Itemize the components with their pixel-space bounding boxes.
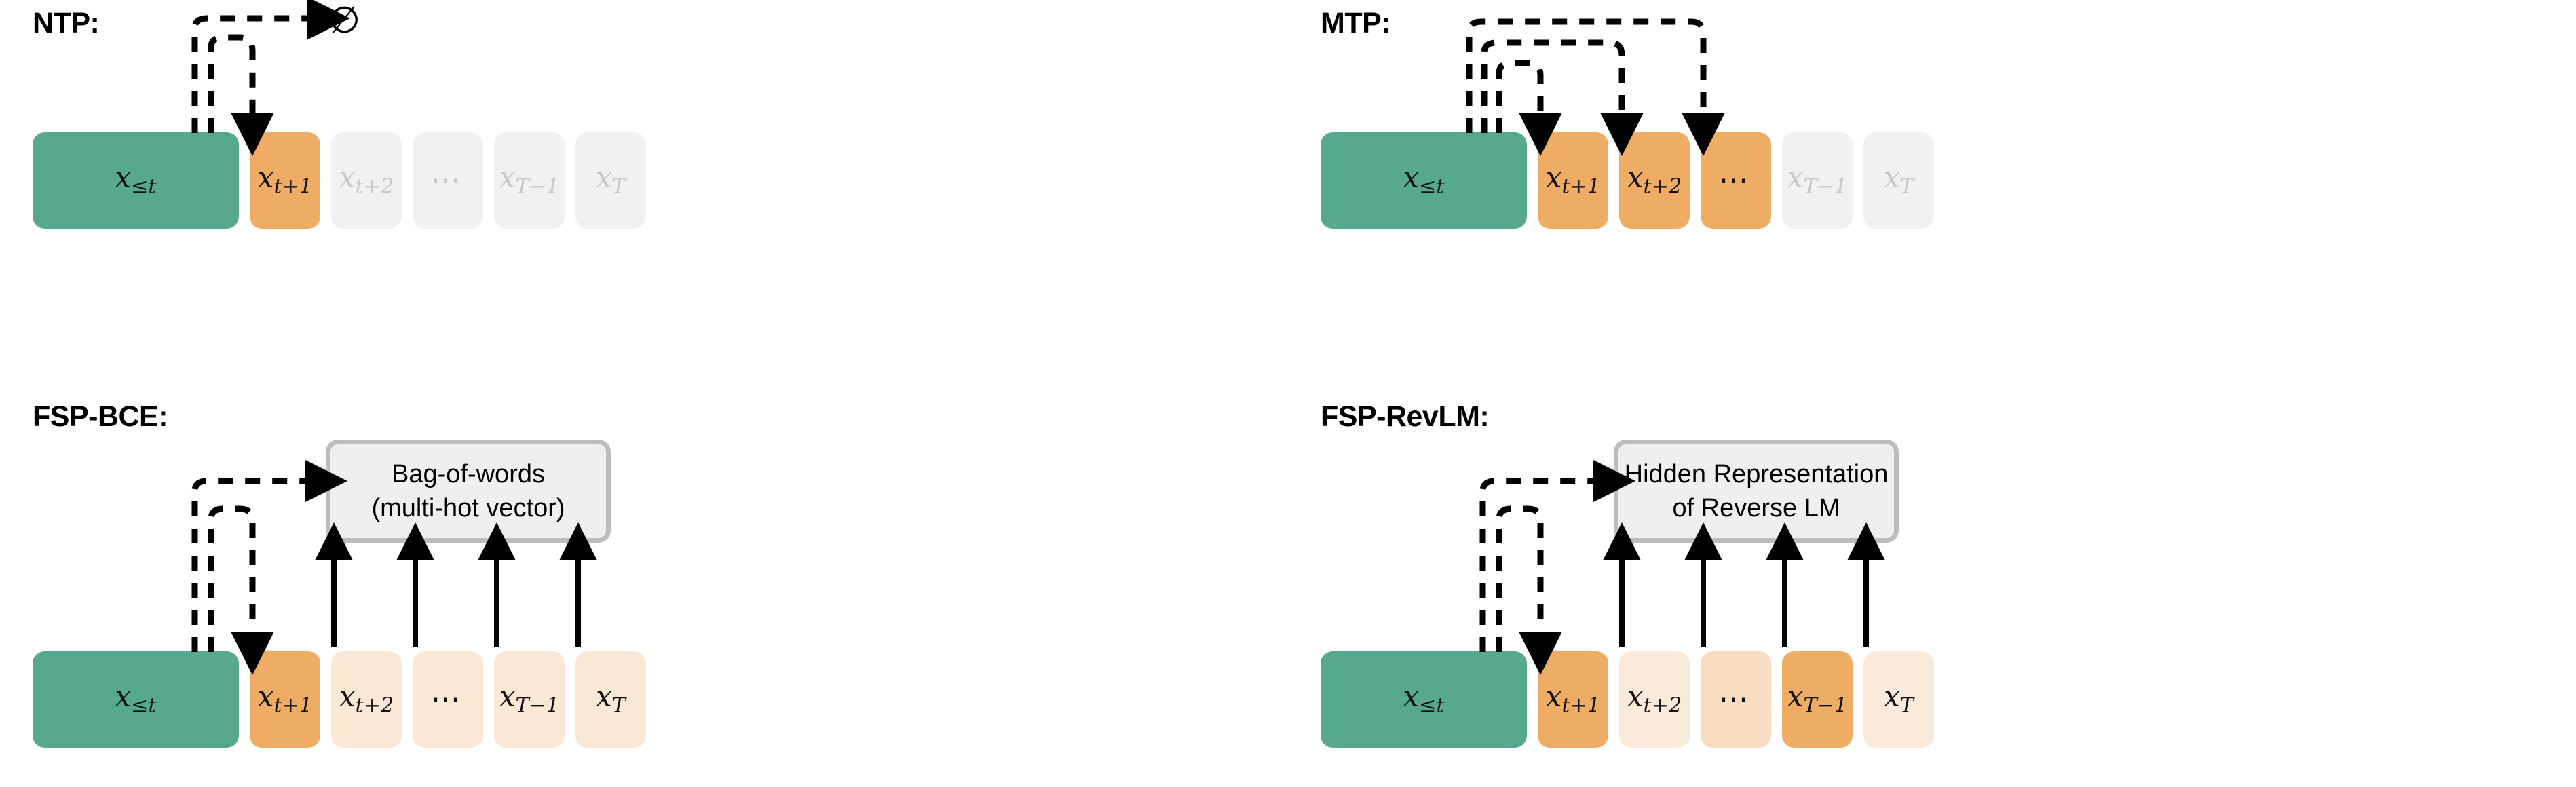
dashed-arrow-to-token-3 [1466, 18, 1725, 156]
dashed-arrow-to-token-2 [1481, 39, 1644, 156]
token-label: xt+2 [339, 161, 394, 199]
token-box-ellipsis[interactable]: ⋯ [1701, 651, 1771, 748]
dashed-arrow-to-token-1 [1496, 60, 1562, 156]
token-label: xT [596, 680, 626, 718]
context-block-ntp[interactable]: x≤t [33, 132, 239, 229]
token-label: xT−1 [499, 161, 560, 199]
panel-mtp: MTP: x≤t xt+1 xt+2 ⋯ xT−1 xT [1288, 0, 2576, 394]
dashed-arrow-to-token-1 [208, 34, 274, 156]
token-box-t-plus-2[interactable]: xt+2 [331, 651, 402, 748]
token-box-t-plus-2[interactable]: xt+2 [1619, 132, 1690, 229]
panel-title-fsp-revlm: FSP-RevLM: [1321, 400, 1490, 433]
context-label: x≤t [1403, 161, 1445, 199]
token-box-T-minus-1[interactable]: xT−1 [1782, 651, 1853, 748]
empty-set-symbol: ∅ [328, 0, 361, 41]
token-label: xt+2 [1627, 161, 1682, 199]
token-box-t-plus-2[interactable]: xt+2 [1619, 651, 1690, 748]
token-label: xT [596, 161, 626, 199]
context-block-fsp-revlm[interactable]: x≤t [1321, 651, 1527, 748]
token-label: ⋯ [430, 163, 466, 197]
token-box-T-minus-1[interactable]: xT−1 [1782, 132, 1853, 229]
token-label: xt+1 [1545, 680, 1601, 718]
token-label: xt+1 [257, 680, 313, 718]
token-box-T[interactable]: xT [1863, 651, 1934, 748]
token-box-T-minus-1[interactable]: xT−1 [494, 132, 565, 229]
dashed-arrow-to-token-1 [208, 505, 274, 675]
token-label: ⋯ [1718, 682, 1754, 716]
token-label: xT [1884, 680, 1914, 718]
panel-fsp-bce: FSP-BCE: Bag-of-words (multi-hot vector)… [0, 394, 1288, 787]
panel-title-mtp: MTP: [1321, 7, 1391, 39]
context-label: x≤t [115, 161, 157, 199]
bag-of-words-box[interactable]: Bag-of-words (multi-hot vector) [326, 440, 611, 543]
bag-of-words-label: Bag-of-words (multi-hot vector) [371, 459, 565, 522]
token-label: ⋯ [1718, 163, 1754, 197]
token-label: xt+1 [1545, 161, 1601, 199]
panel-title-fsp-bce: FSP-BCE: [33, 400, 168, 433]
token-box-t-plus-2[interactable]: xt+2 [331, 132, 402, 229]
dashed-arrow-to-bag-of-words [191, 459, 347, 652]
token-label: xT−1 [1787, 680, 1848, 718]
token-label: xt+2 [1627, 680, 1682, 718]
token-box-ellipsis[interactable]: ⋯ [1701, 132, 1771, 229]
hidden-representation-box[interactable]: Hidden Representation of Reverse LM [1614, 440, 1899, 543]
context-block-mtp[interactable]: x≤t [1321, 132, 1527, 229]
token-box-t-plus-1[interactable]: xt+1 [250, 651, 320, 748]
token-box-t-plus-1[interactable]: xt+1 [1538, 132, 1608, 229]
context-label: x≤t [115, 680, 157, 718]
hidden-representation-label: Hidden Representation of Reverse LM [1624, 459, 1889, 522]
panel-title-ntp: NTP: [33, 7, 100, 39]
token-box-T[interactable]: xT [1863, 132, 1934, 229]
token-label: xt+1 [257, 161, 313, 199]
context-label: x≤t [1403, 680, 1445, 718]
dashed-arrow-to-empty-set [191, 0, 350, 133]
token-label: xT−1 [499, 680, 560, 718]
dashed-arrow-to-hidden-representation [1479, 459, 1635, 652]
token-box-T[interactable]: xT [575, 651, 646, 748]
token-label: ⋯ [430, 682, 466, 716]
panel-fsp-revlm: FSP-RevLM: Hidden Representation of Reve… [1288, 394, 2576, 787]
token-box-T[interactable]: xT [575, 132, 646, 229]
token-box-ellipsis[interactable]: ⋯ [413, 132, 483, 229]
context-block-fsp-bce[interactable]: x≤t [33, 651, 239, 748]
token-label: xt+2 [339, 680, 394, 718]
token-box-t-plus-1[interactable]: xt+1 [250, 132, 320, 229]
token-label: xT [1884, 161, 1914, 199]
token-box-t-plus-1[interactable]: xt+1 [1538, 651, 1608, 748]
token-box-ellipsis[interactable]: ⋯ [413, 651, 483, 748]
token-label: xT−1 [1787, 161, 1848, 199]
token-box-T-minus-1[interactable]: xT−1 [494, 651, 565, 748]
panel-ntp: NTP: ∅ x≤t xt+1 xt+2 ⋯ xT−1 xT [0, 0, 1288, 394]
dashed-arrow-to-token-1 [1496, 505, 1562, 675]
